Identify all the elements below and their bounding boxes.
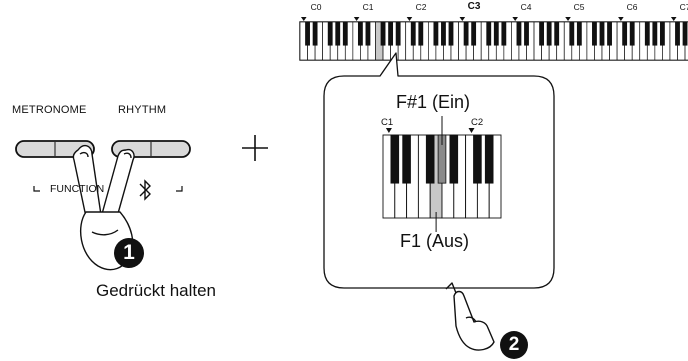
black-key [622,22,628,46]
black-key [441,22,446,46]
black-key [569,22,575,46]
black-key [524,22,529,46]
step-1-badge: 1 [114,238,144,268]
octave-marker [406,17,413,21]
keyboard-octave-labels: C0 C1 C2 C3 C4 C5 C6 C7 [0,0,688,20]
black-key [433,22,439,46]
callout-on-label: F#1 (Ein) [396,92,471,112]
plus-icon [242,135,268,161]
black-key [327,22,333,46]
rhythm-label: RHYTHM [118,104,167,116]
black-key [516,22,522,46]
octave-label-c3: C3 [467,1,481,12]
black-key [546,22,552,46]
callout-black-key [473,134,482,184]
black-key [357,22,363,46]
octave-marker [459,17,466,21]
octave-marker [512,17,518,21]
black-key [592,22,597,46]
callout-octave-marker [385,128,392,133]
black-key [493,22,499,46]
black-key [486,22,492,46]
black-key [305,22,310,46]
black-key [463,22,469,46]
octave-marker [565,17,571,21]
callout-octave-marker [468,128,475,133]
octave-label-c1: C1 [362,2,374,12]
octave-marker [300,17,307,21]
black-key [644,22,650,46]
callout-black-key [402,134,411,184]
black-key [410,22,416,46]
octave-marker [670,17,677,21]
black-key [388,22,394,46]
black-key [342,22,348,46]
black-key [501,22,507,46]
black-key [554,22,560,46]
black-key [418,22,424,46]
black-key [607,22,612,46]
black-key [539,22,545,46]
black-key [380,22,386,46]
black-key [599,22,605,46]
callout-black-key [449,134,459,184]
callout-black-key [390,134,400,184]
callout-black-key [484,134,494,184]
black-key [629,22,635,46]
octave-label-c7: C7 [679,2,688,12]
black-key [312,22,318,46]
octave-label-c0: C0 [310,2,322,12]
bluetooth-icon [139,179,151,201]
callout-octave-c1: C1 [381,117,394,128]
black-key [395,22,401,46]
metronome-label: METRONOME [12,104,87,116]
black-key [652,22,658,46]
black-key [682,22,688,46]
black-key [365,22,371,46]
black-key [471,22,477,46]
black-key [576,22,582,46]
octave-label-c5: C5 [573,2,585,12]
hold-instruction: Gedrückt halten [96,281,217,300]
black-key [659,22,665,46]
black-key [448,22,454,46]
callout-off-label: F1 (Aus) [400,231,470,251]
callout-octave-c2: C2 [471,117,484,128]
black-key [675,22,680,46]
function-label: FUNCTION [50,183,105,195]
black-key [335,22,341,46]
octave-label-c6: C6 [626,2,638,12]
octave-label-c2: C2 [415,2,427,12]
octave-marker [353,17,360,21]
full-keyboard [299,17,688,61]
callout-black-key [425,134,435,184]
octave-label-c4: C4 [520,2,532,12]
step-2-badge: 2 [500,331,528,359]
octave-marker [618,17,624,21]
